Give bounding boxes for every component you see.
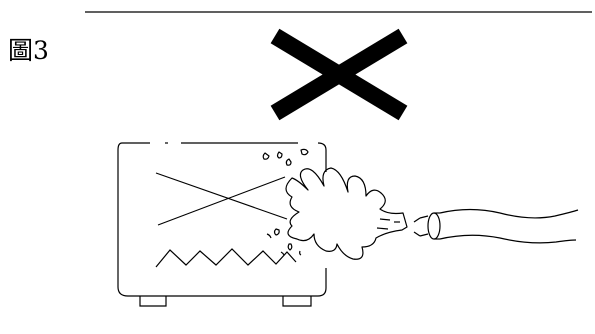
water-splash-icon (263, 149, 407, 259)
x-mark-icon (275, 36, 403, 113)
appliance-icon (118, 143, 326, 306)
heat-zigzag-icon (156, 249, 296, 267)
crossed-lines (156, 173, 287, 225)
hose-icon (414, 210, 578, 243)
